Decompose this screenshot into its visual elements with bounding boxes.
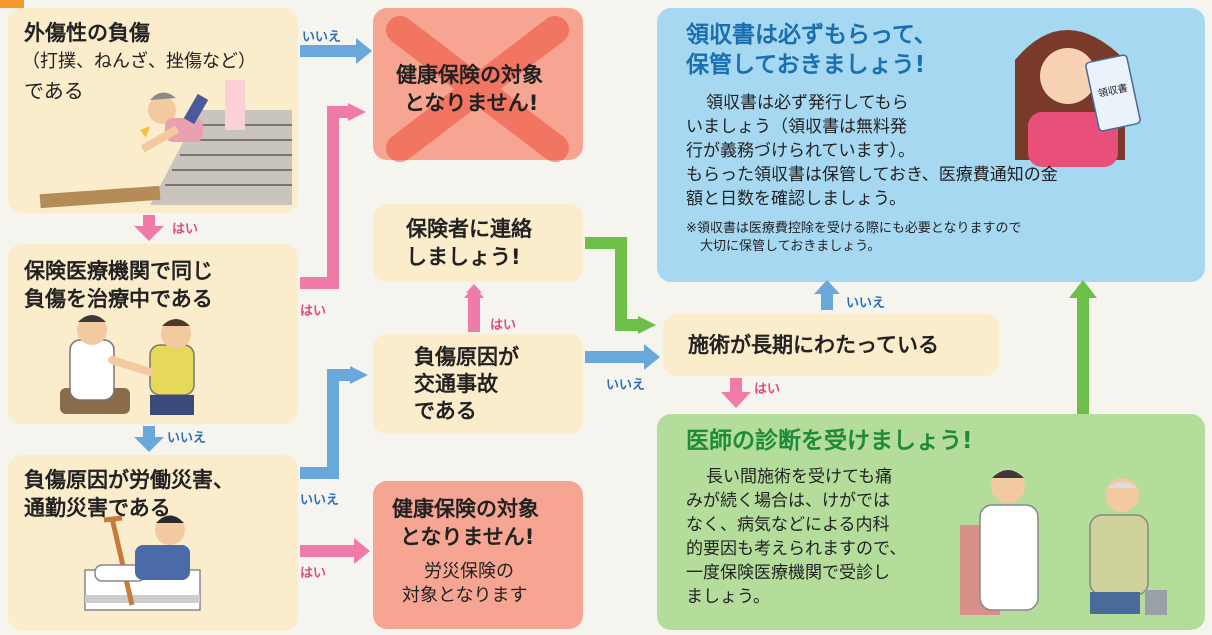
label-yes-3: はい — [300, 566, 327, 581]
arrow-contact-icon — [585, 237, 640, 331]
arrow-doctor-up-icon — [1069, 280, 1097, 414]
trauma-line3: である — [24, 79, 84, 103]
arrow-no-work-head-icon — [350, 366, 368, 384]
arrow-yes-work-icon — [300, 538, 370, 564]
long-term-text: 施術が長期にわたっている — [688, 333, 939, 357]
traffic-line3: である — [414, 399, 477, 423]
receipt-body-1: 領収書は必ず発行してもら — [706, 93, 909, 113]
work-injury-line1: 負傷原因が労働災害、 — [24, 468, 234, 492]
arrow-yes-down-1-icon — [134, 215, 164, 241]
doctor-body-5: 一度保険医療機関で受診し — [686, 563, 890, 583]
label-yes-2: はい — [300, 304, 327, 319]
receipt-title-2: 保管しておきましょう! — [686, 52, 926, 78]
corner-tag — [0, 0, 24, 8]
clinic-visit-illustration — [60, 315, 195, 415]
doctor-body-2: みが続く場合は、けがでは — [686, 491, 890, 511]
doctor-body-4: 的要因も考えられますので、 — [686, 539, 907, 559]
receipt-note-2: 大切に保管しておきましょう。 — [700, 239, 881, 254]
not-covered-2-line2: となりません! — [400, 525, 535, 549]
woman-receipt-illustration — [1015, 30, 1141, 167]
arrow-no-down-icon — [134, 426, 164, 452]
arrow-yes-up-icon — [464, 284, 484, 332]
trauma-examples: （打撲、ねんざ、挫傷など） — [22, 51, 256, 72]
doctor-body-3: なく、病気などによる内科 — [686, 515, 890, 535]
not-covered-1-line2: となりません! — [404, 91, 539, 115]
doctor-title: 医師の診断を受けましょう! — [686, 428, 973, 454]
traffic-line2: 交通事故 — [414, 372, 498, 396]
contact-insurer-line2: しましょう! — [406, 245, 521, 269]
label-yes-1: はい — [172, 222, 199, 237]
label-no-5: いいえ — [846, 296, 886, 311]
arrow-yes-down-2-icon — [721, 378, 751, 408]
arrow-yes-clinic-icon — [300, 106, 350, 289]
arrow-no-up-icon — [814, 280, 840, 310]
work-injury-line2: 通勤災害である — [24, 496, 171, 520]
box-traffic — [373, 334, 583, 434]
receipt-body-4: もらった領収書は保管しておき、医療費通知の金 — [686, 165, 1058, 185]
label-no-2: いいえ — [167, 431, 207, 446]
arrow-no-work-icon — [300, 369, 352, 479]
arrow-no-trauma-icon — [300, 38, 372, 64]
box-contact-insurer — [373, 204, 583, 282]
not-covered-1-line1: 健康保険の対象 — [396, 63, 543, 87]
receipt-body-2: いましょう（領収書は無料発 — [686, 117, 907, 137]
not-covered-2-line3: 労災保険の — [424, 561, 514, 582]
trauma-title: 外傷性の負傷 — [24, 21, 150, 45]
box-same-clinic — [8, 244, 298, 424]
not-covered-x-icon — [386, 16, 569, 162]
receipt-note-1: ※領収書は医療費控除を受ける際にも必要となりますので — [686, 221, 1022, 236]
arrow-no-traffic-icon — [585, 344, 660, 370]
box-not-covered-2 — [373, 481, 583, 629]
receipt-body-5: 額と日数を確認しましょう。 — [686, 189, 906, 209]
arrow-contact-head-icon — [638, 316, 656, 334]
label-yes-5: はい — [754, 382, 781, 397]
receipt-body-3: 行が義務づけられています）。 — [686, 141, 915, 161]
same-clinic-line1: 保険医療機関で同じ — [24, 259, 213, 283]
falling-person-illustration — [39, 80, 292, 209]
label-yes-4: はい — [490, 318, 517, 333]
doctor-patient-illustration — [960, 469, 1167, 615]
arrow-yes-clinic-head-icon — [348, 103, 366, 121]
doctor-body-6: ましょう。 — [686, 587, 770, 607]
doctor-body-1: 長い間施術を受けても痛 — [706, 467, 893, 487]
label-no-4: いいえ — [606, 378, 646, 393]
not-covered-2-line4: 対象となります — [402, 585, 528, 606]
traffic-line1: 負傷原因が — [414, 345, 519, 369]
contact-insurer-line1: 保険者に連絡 — [406, 217, 532, 241]
label-no-3: いいえ — [300, 493, 340, 508]
receipt-title-1: 領収書は必ずもらって、 — [686, 22, 937, 48]
not-covered-2-line1: 健康保険の対象 — [392, 497, 539, 521]
injured-man-illustration — [84, 515, 201, 611]
label-no-1: いいえ — [302, 30, 342, 45]
same-clinic-line2: 負傷を治療中である — [24, 287, 213, 311]
box-long-term — [663, 314, 999, 376]
